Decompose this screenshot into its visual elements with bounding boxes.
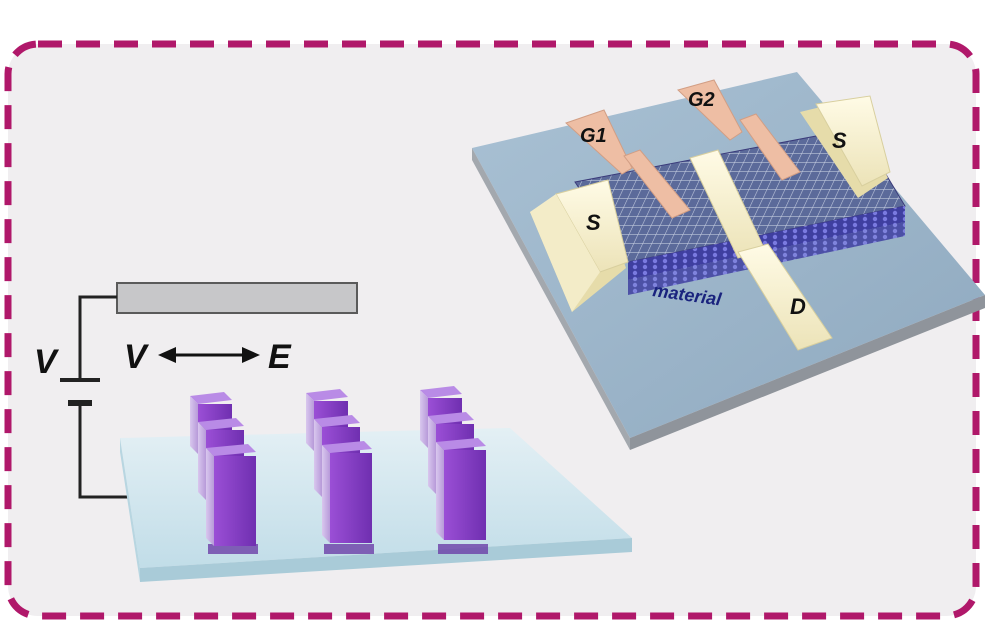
gate-g1 [565,109,691,219]
source-right-label: S [832,128,847,153]
circuit-wire [78,295,128,499]
relation-v-label: V [124,338,150,376]
source-right-electrode [800,95,891,198]
pillar [322,441,374,554]
relation-e-label: E [268,338,292,376]
drain-label: D [790,294,806,319]
drain-electrode [689,149,833,351]
pillar [436,438,488,554]
gate-g2-label: G2 [688,89,715,111]
voltage-label: V [34,343,60,381]
pillar [206,444,258,554]
device-substrate-side-front [630,295,985,450]
pillar-array [190,386,488,554]
source-left-label: S [586,210,601,235]
right-device: D G1 G2 S S material [472,72,985,450]
double-arrow-icon [158,347,260,363]
device-substrate-side-left [472,148,630,450]
gate-g2 [677,79,801,181]
gate-g1-label: G1 [580,125,607,147]
top-electrode-plate [116,282,358,314]
left-schematic: V V E [34,282,632,582]
source-left-electrode [530,179,629,312]
